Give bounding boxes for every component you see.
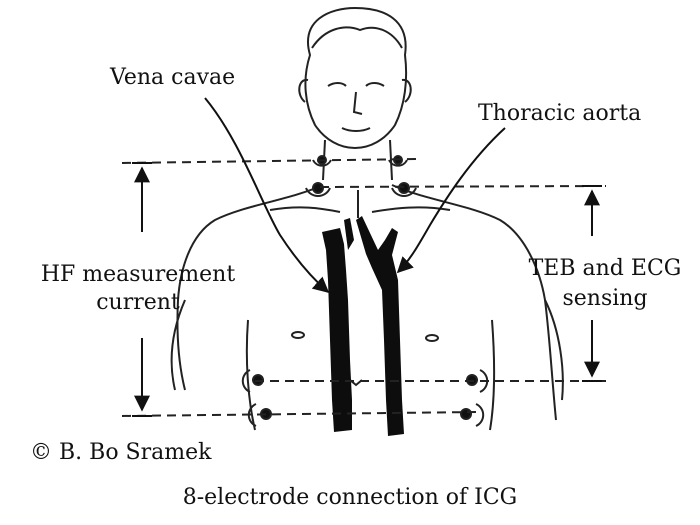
vena-cavae-label: Vena cavae — [110, 65, 235, 91]
thoracic-aorta-pointer — [398, 128, 505, 272]
head-outline — [299, 8, 410, 180]
teb-label-line2: sensing — [510, 286, 700, 312]
copyright-notice: © B. Bo Sramek — [30, 440, 211, 465]
teb-sensing-arrow — [582, 186, 602, 381]
hf-label-line2: current — [18, 290, 258, 316]
electrodes — [243, 156, 487, 426]
hf-label-line1: HF measurement — [18, 262, 258, 288]
figure-caption: 8-electrode connection of ICG — [0, 485, 700, 510]
thoracic-aorta-vessel — [356, 216, 404, 436]
electrode-base-neck-right — [392, 183, 416, 196]
teb-label-line1: TEB and ECG — [510, 256, 700, 282]
electrode-lower-right — [461, 404, 483, 426]
thoracic-aorta-label: Thoracic aorta — [478, 101, 641, 127]
vena-cavae-vessel — [322, 218, 354, 432]
